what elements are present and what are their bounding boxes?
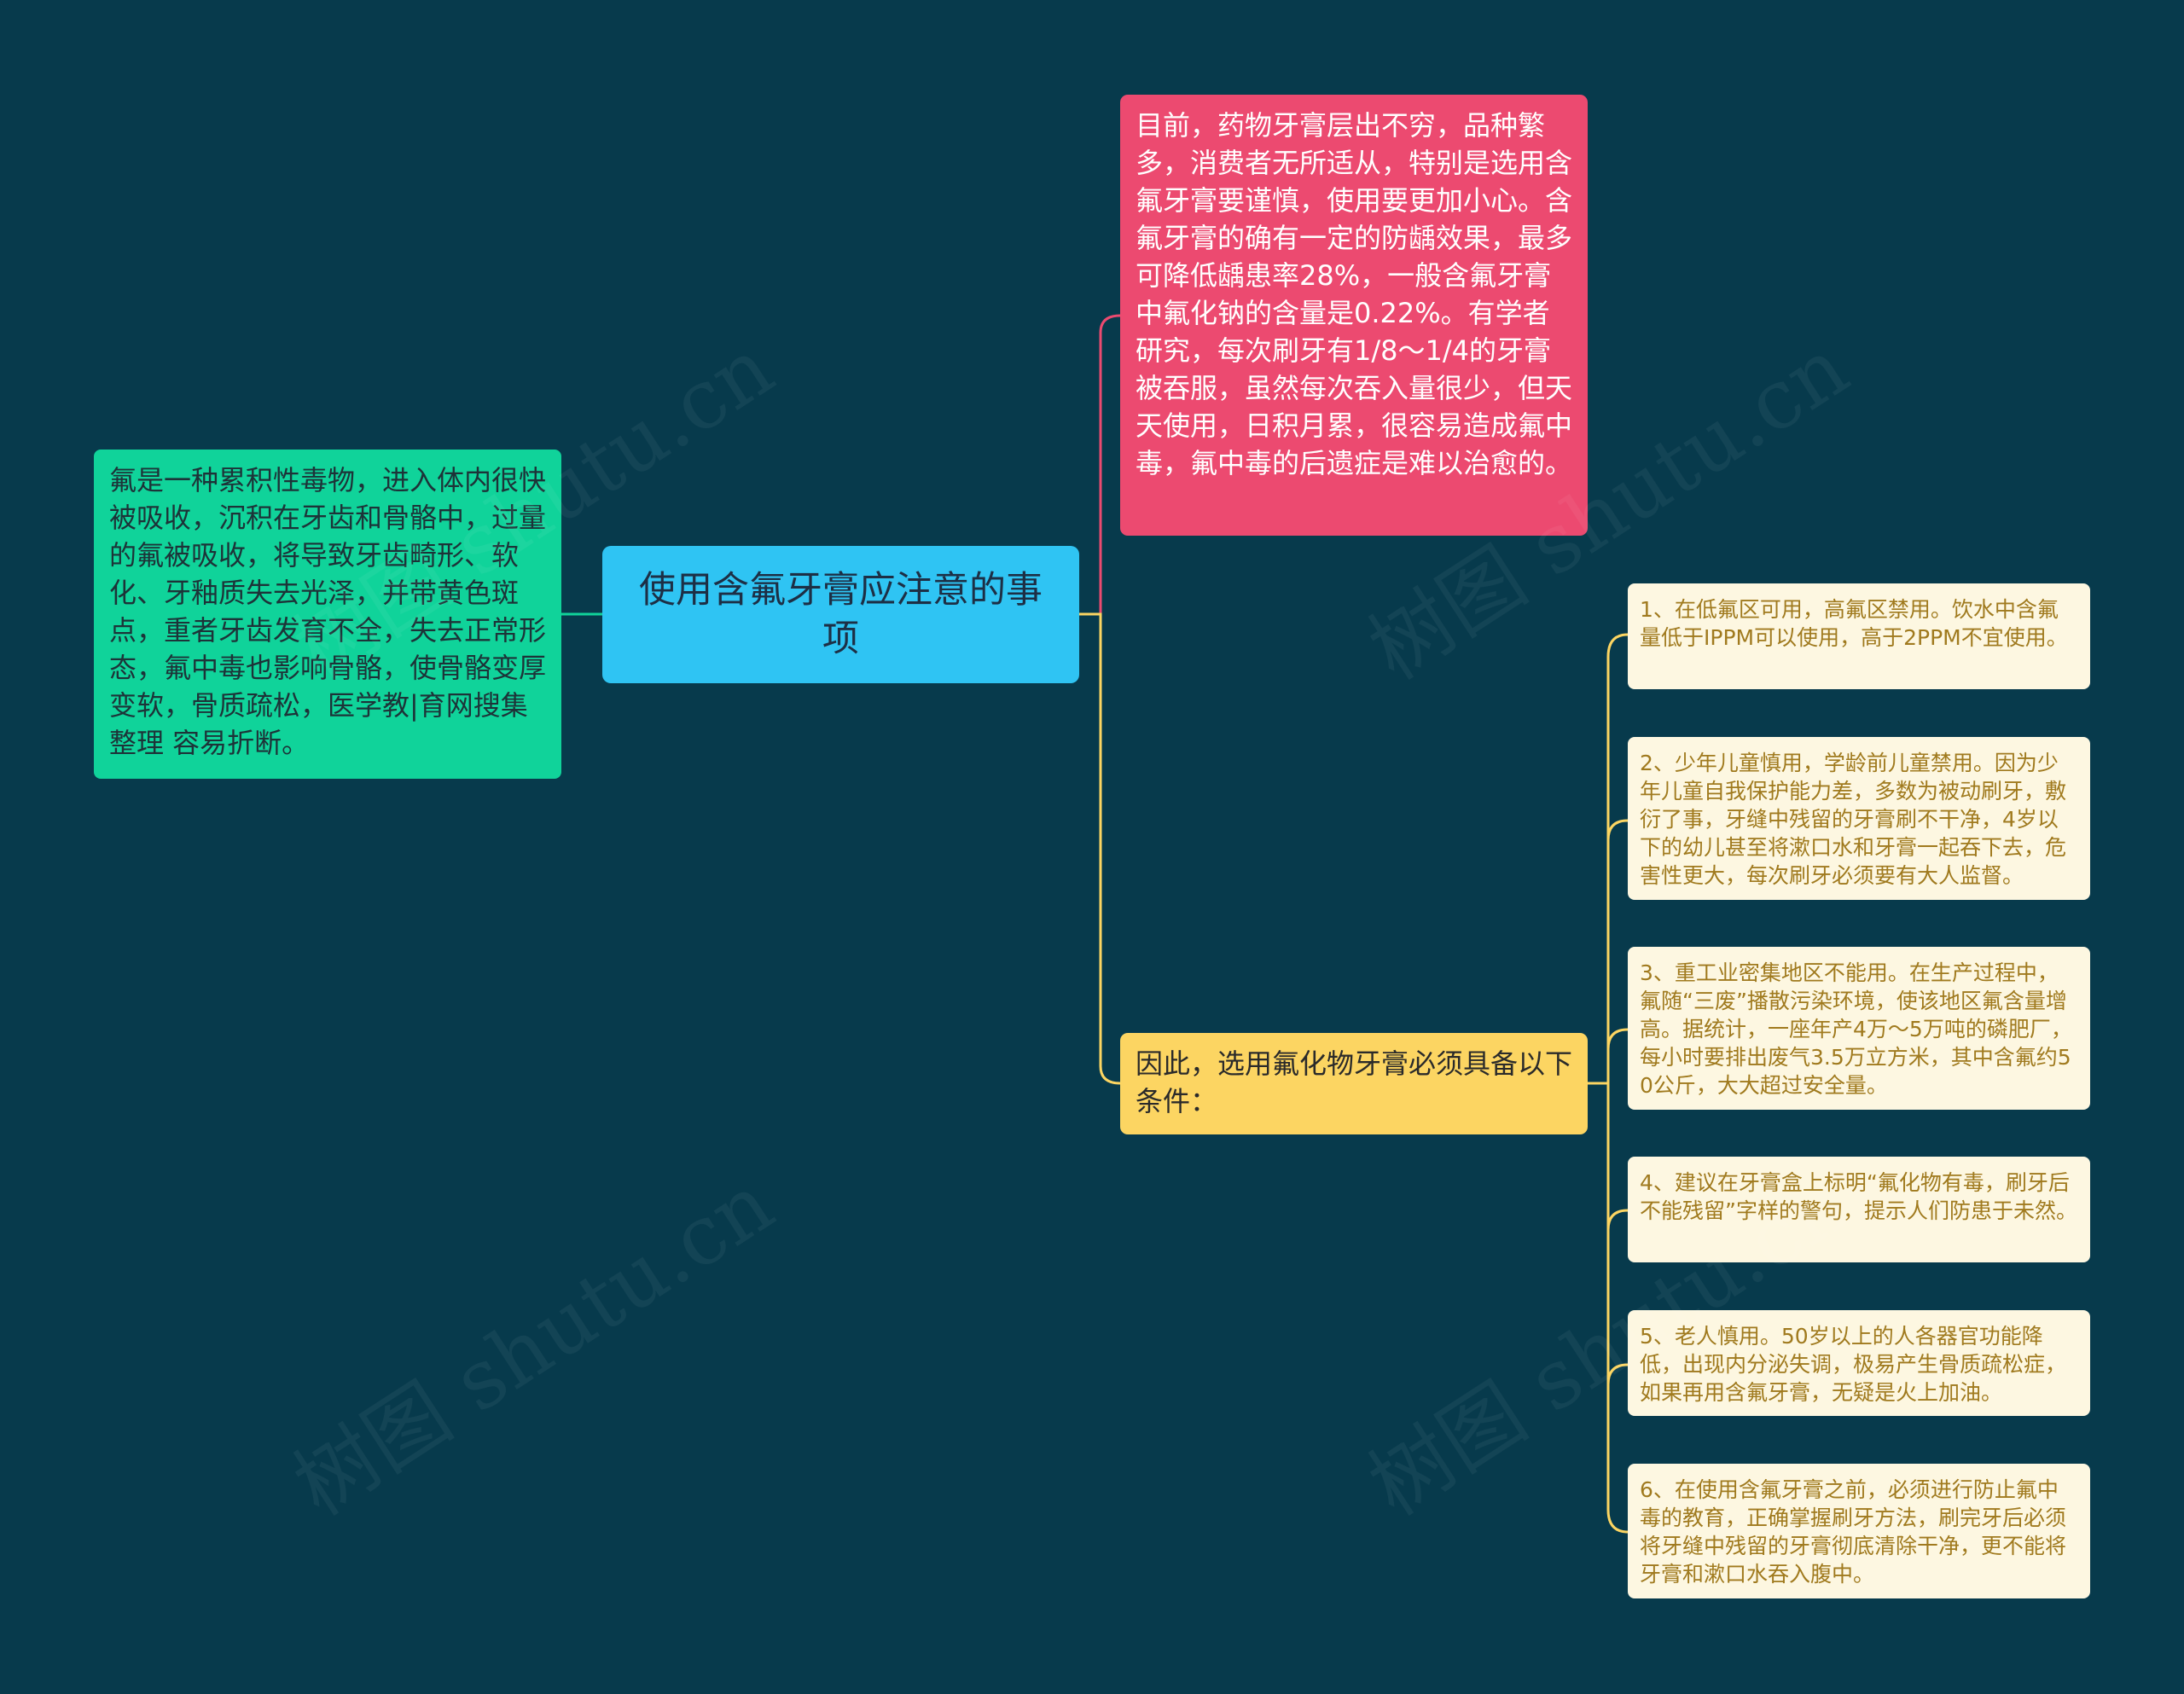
condition-text: 4、建议在牙膏盒上标明“氟化物有毒，刷牙后不能残留”字样的警句，提示人们防患于未… <box>1640 1170 2077 1223</box>
fluoride-toxicity-node[interactable]: 氟是一种累积性毒物，进入体内很快被吸收，沉积在牙齿和骨骼中，过量的氟被吸收，将导… <box>94 450 561 779</box>
condition-item-5[interactable]: 5、老人慎用。50岁以上的人各器官功能降低，出现内分泌失调，极易产生骨质疏松症，… <box>1628 1310 2090 1416</box>
link-center-to-red <box>1079 314 1121 616</box>
condition-text: 5、老人慎用。50岁以上的人各器官功能降低，出现内分泌失调，极易产生骨质疏松症，… <box>1640 1324 2067 1405</box>
center-topic-node[interactable]: 使用含氟牙膏应注意的事项 <box>602 546 1079 683</box>
condition-item-3[interactable]: 3、重工业密集地区不能用。在生产过程中，氟随“三废”播散污染环境，使该地区氟含量… <box>1628 947 2090 1110</box>
link-condition-2 <box>1606 819 1629 841</box>
conditions-title-text: 因此，选用氟化物牙膏必须具备以下条件： <box>1136 1047 1573 1117</box>
link-condition-4 <box>1606 1209 1629 1231</box>
conditions-title-node[interactable]: 因此，选用氟化物牙膏必须具备以下条件： <box>1120 1033 1588 1134</box>
toothpaste-info-node[interactable]: 目前，药物牙膏层出不穷，品种繁多，消费者无所适从，特别是选用含氟牙膏要谨慎，使用… <box>1120 95 1588 536</box>
condition-text: 3、重工业密集地区不能用。在生产过程中，氟随“三废”播散污染环境，使该地区氟含量… <box>1640 960 2072 1098</box>
center-topic-text: 使用含氟牙膏应注意的事项 <box>639 568 1043 660</box>
condition-text: 6、在使用含氟牙膏之前，必须进行防止氟中毒的教育，正确掌握刷牙方法，刷完牙后必须… <box>1640 1477 2067 1587</box>
link-condition-3 <box>1606 1028 1629 1050</box>
condition-item-6[interactable]: 6、在使用含氟牙膏之前，必须进行防止氟中毒的教育，正确掌握刷牙方法，刷完牙后必须… <box>1628 1464 2090 1598</box>
link-condition-5 <box>1606 1363 1629 1385</box>
condition-item-1[interactable]: 1、在低氟区可用，高氟区禁用。饮水中含氟量低于IPPM可以使用，高于2PPM不宜… <box>1628 583 2090 689</box>
toothpaste-info-text: 目前，药物牙膏层出不穷，品种繁多，消费者无所适从，特别是选用含氟牙膏要谨慎，使用… <box>1136 109 1573 479</box>
link-conditions-trunk <box>1606 633 1629 1534</box>
condition-item-2[interactable]: 2、少年儿童慎用，学龄前儿童禁用。因为少年儿童自我保护能力差，多数为被动刷牙，敷… <box>1628 737 2090 900</box>
condition-text: 2、少年儿童慎用，学龄前儿童禁用。因为少年儿童自我保护能力差，多数为被动刷牙，敷… <box>1640 751 2067 888</box>
condition-item-4[interactable]: 4、建议在牙膏盒上标明“氟化物有毒，刷牙后不能残留”字样的警句，提示人们防患于未… <box>1628 1157 2090 1262</box>
condition-text: 1、在低氟区可用，高氟区禁用。饮水中含氟量低于IPPM可以使用，高于2PPM不宜… <box>1640 597 2068 650</box>
fluoride-toxicity-text: 氟是一种累积性毒物，进入体内很快被吸收，沉积在牙齿和骨骼中，过量的氟被吸收，将导… <box>109 464 547 759</box>
link-center-to-yellow <box>1079 612 1121 1085</box>
